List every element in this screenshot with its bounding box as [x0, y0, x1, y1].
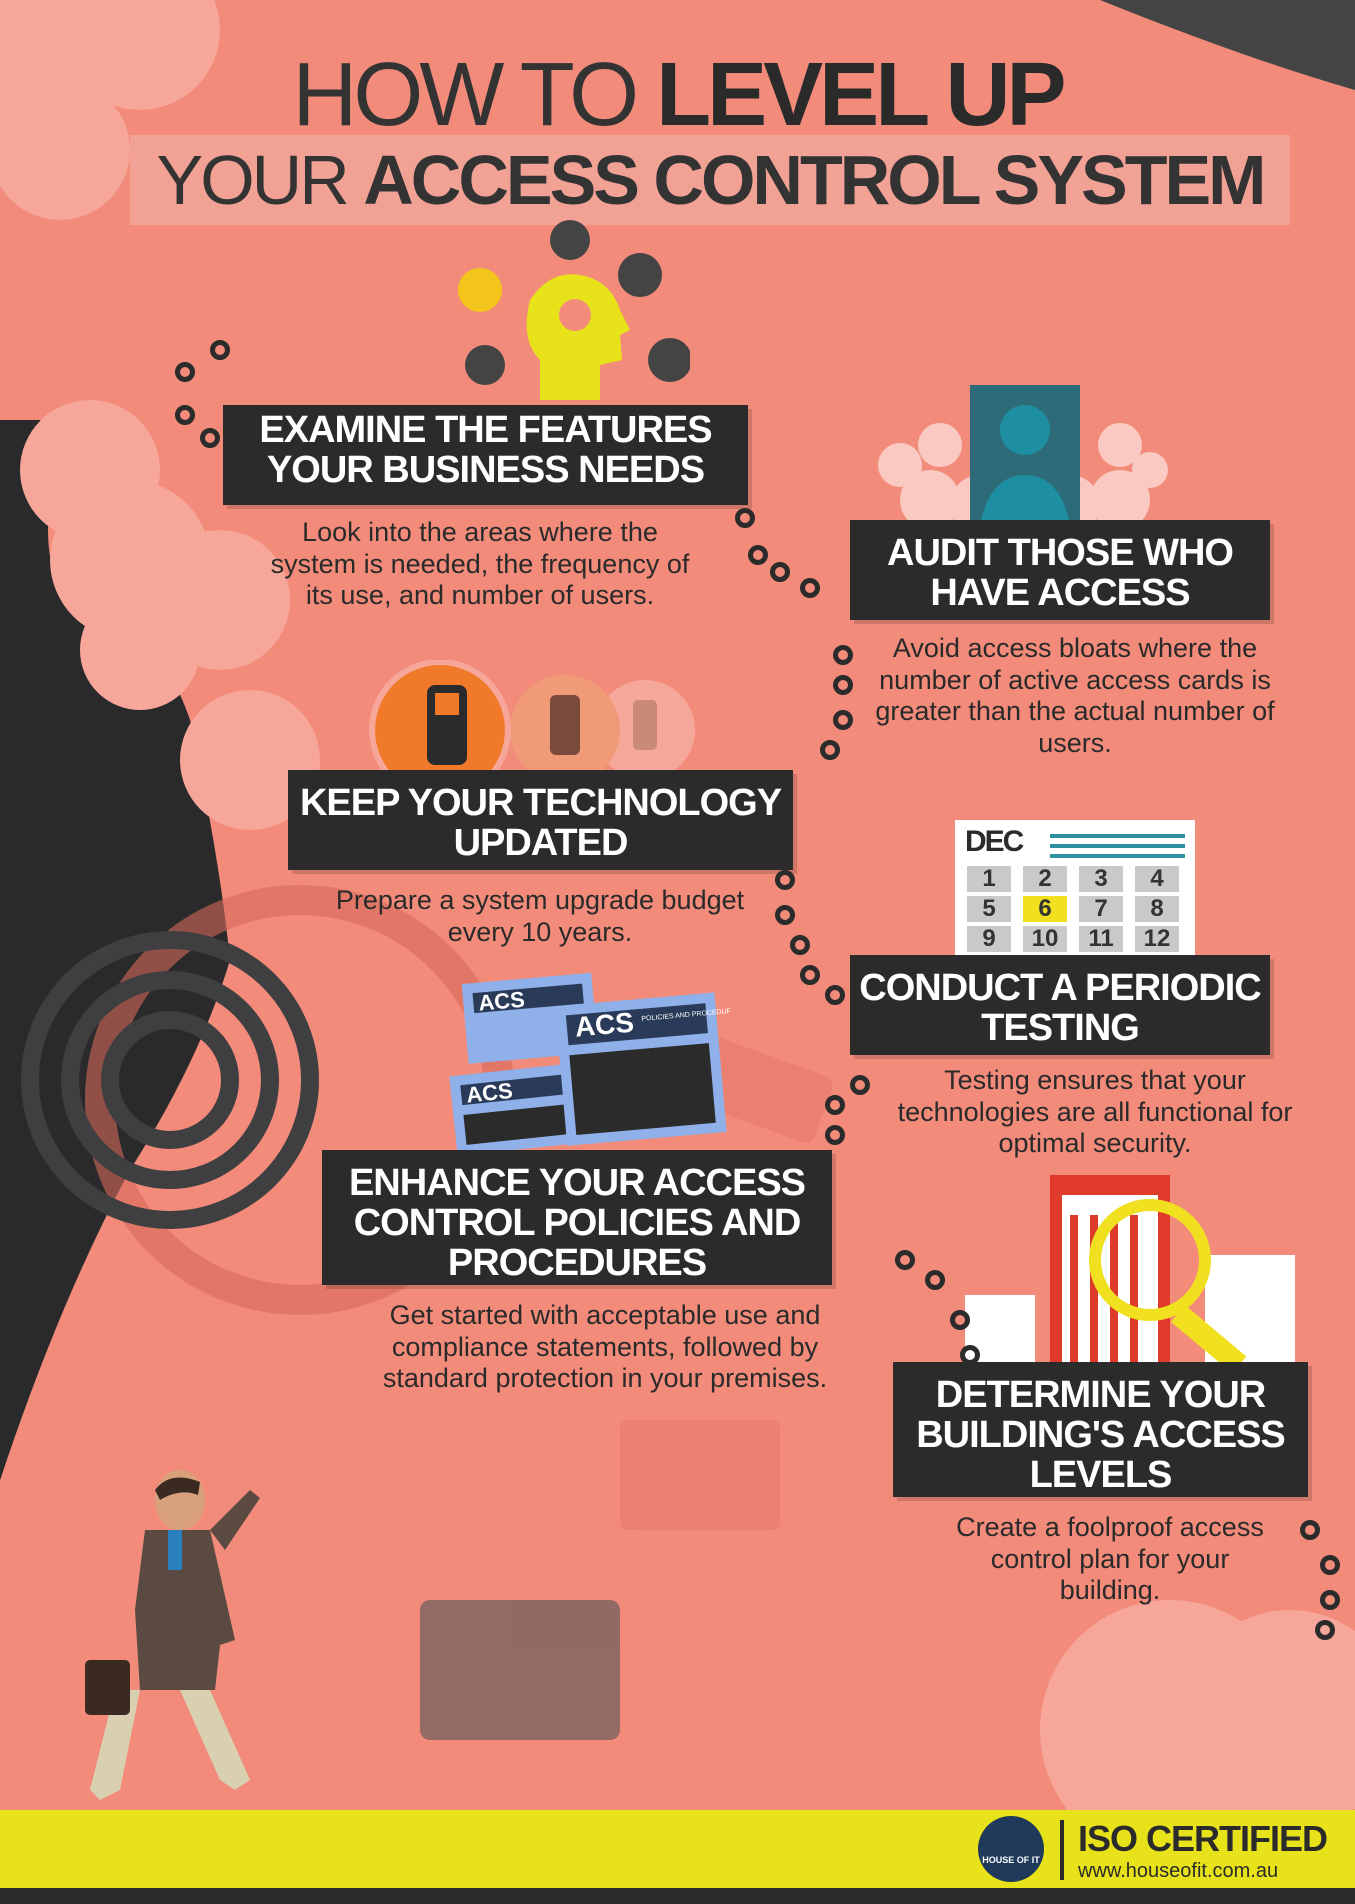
connector-dot: [833, 710, 853, 730]
step-4-heading: CONDUCT A PERIODIC TESTING: [859, 967, 1261, 1049]
connector-dot: [770, 562, 790, 582]
connector-dot: [175, 405, 195, 425]
step-3-heading: KEEP YOUR TECHNOLOGY UPDATED: [299, 782, 782, 864]
connector-dot: [1320, 1590, 1340, 1610]
step-2-text: Avoid access bloats where the number of …: [875, 633, 1275, 758]
doc-label-2: ACS: [465, 1078, 514, 1108]
connector-dot: [200, 428, 220, 448]
title2-light: YOUR: [156, 141, 350, 219]
calendar-day: 11: [1079, 926, 1123, 952]
website-link[interactable]: www.houseofit.com.au: [1078, 1860, 1279, 1882]
calendar-day: 4: [1135, 866, 1179, 892]
calendar-day: 8: [1135, 896, 1179, 922]
connector-dot: [950, 1310, 970, 1330]
users-icon: [878, 385, 1168, 535]
footer-bar: HOUSE OF IT ISO CERTIFIED www.houseofit.…: [0, 1810, 1355, 1888]
step-6-heading: DETERMINE YOUR BUILDING'S ACCESS LEVELS: [916, 1374, 1286, 1496]
step-5-banner: ENHANCE YOUR ACCESS CONTROL POLICIES AND…: [322, 1150, 832, 1285]
step-3-text: Prepare a system upgrade budget every 10…: [335, 885, 745, 947]
step-1-text: Look into the areas where the system is …: [270, 517, 690, 611]
connector-dot: [735, 508, 755, 528]
connector-dot: [925, 1270, 945, 1290]
calendar-day: 7: [1079, 896, 1123, 922]
connector-dot: [850, 1075, 870, 1095]
calendar-day: 3: [1079, 866, 1123, 892]
building-magnifier-icon: [965, 1175, 1295, 1375]
calendar-day: 10: [1023, 926, 1067, 952]
connector-dot: [825, 1095, 845, 1115]
connector-dot: [820, 740, 840, 760]
connector-dot: [790, 935, 810, 955]
calendar-day: 2: [1023, 866, 1067, 892]
doc-label-1: ACS: [477, 987, 525, 1016]
step-4-text: Testing ensures that your technologies a…: [897, 1065, 1293, 1159]
step-2-heading: AUDIT THOSE WHO HAVE ACCESS: [887, 532, 1234, 614]
connector-dot: [960, 1345, 980, 1365]
page-title-line1: HOW TO LEVEL UP: [0, 50, 1355, 140]
step-4-banner: CONDUCT A PERIODIC TESTING: [850, 955, 1270, 1055]
doc-label-3: ACS: [574, 1007, 636, 1043]
house-of-it-logo-icon: HOUSE OF IT: [978, 1816, 1044, 1882]
title-light: HOW TO: [292, 45, 639, 145]
title2-bold: ACCESS CONTROL SYSTEM: [363, 141, 1266, 219]
calendar-day: 12: [1135, 926, 1179, 952]
calendar-day: 5: [967, 896, 1011, 922]
calendar-day: 1: [967, 866, 1011, 892]
step-6-banner: DETERMINE YOUR BUILDING'S ACCESS LEVELS: [893, 1362, 1308, 1497]
connector-dot: [775, 905, 795, 925]
connector-dot: [775, 870, 795, 890]
calendar-month: DEC: [965, 825, 1024, 858]
connector-dot: [833, 675, 853, 695]
page-title-line2: YOUR ACCESS CONTROL SYSTEM: [130, 135, 1290, 225]
step-5-text: Get started with acceptable use and comp…: [382, 1300, 828, 1394]
step-3-banner: KEEP YOUR TECHNOLOGY UPDATED: [288, 770, 793, 870]
calendar-day: 9: [967, 926, 1011, 952]
keycard-reader-icon: [369, 660, 695, 800]
connector-dot: [895, 1250, 915, 1270]
step-2-banner: AUDIT THOSE WHO HAVE ACCESS: [850, 520, 1270, 620]
title-bold: LEVEL UP: [656, 45, 1066, 145]
step-1-heading: EXAMINE THE FEATURES YOUR BUSINESS NEEDS: [259, 409, 712, 491]
connector-dot: [1315, 1620, 1335, 1640]
connector-dot: [833, 645, 853, 665]
connector-dot: [1300, 1520, 1320, 1540]
connector-dot: [800, 965, 820, 985]
connector-dot: [748, 545, 768, 565]
step-1-banner: EXAMINE THE FEATURES YOUR BUSINESS NEEDS: [223, 405, 748, 505]
idea-head-icon: [458, 220, 690, 400]
calendar-day: 6: [1023, 896, 1067, 922]
logo-text: HOUSE OF IT: [982, 1855, 1040, 1865]
connector-dot: [825, 985, 845, 1005]
businessman-illustration: [85, 1470, 260, 1800]
connector-dot: [800, 578, 820, 598]
step-6-text: Create a foolproof access control plan f…: [956, 1512, 1264, 1606]
step-5-heading: ENHANCE YOUR ACCESS CONTROL POLICIES AND…: [348, 1162, 806, 1284]
connector-dot: [1320, 1555, 1340, 1575]
connector-dot: [825, 1125, 845, 1145]
iso-certified-label: ISO CERTIFIED: [1078, 1818, 1328, 1859]
connector-dot: [210, 340, 230, 360]
documents-icon: ACS ACS ACS POLICIES AND PROCEDURES: [449, 972, 730, 1150]
connector-dot: [175, 362, 195, 382]
